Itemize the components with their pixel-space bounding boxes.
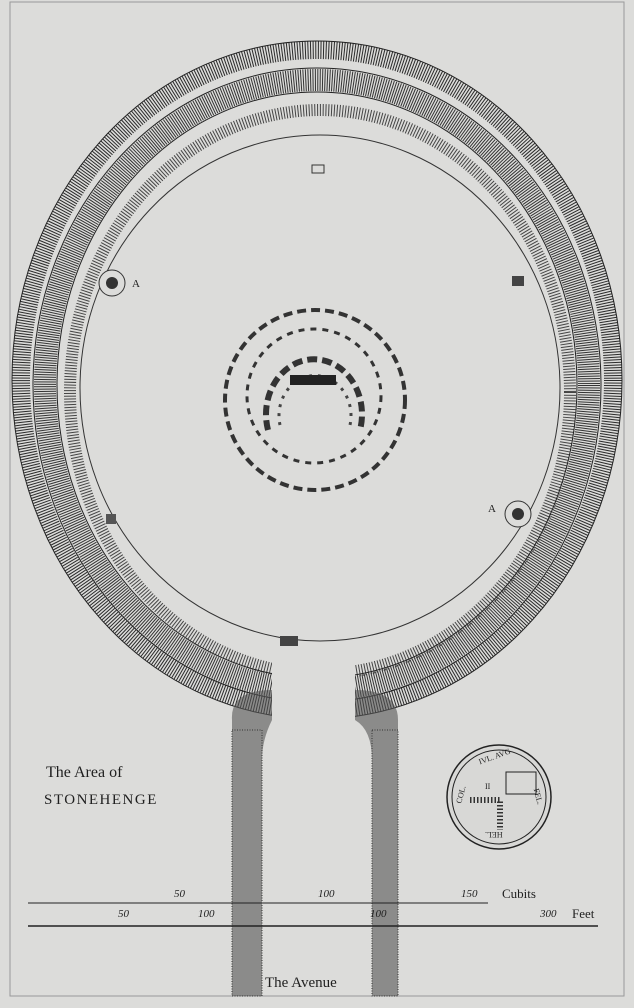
cubits-tick: 150	[461, 888, 478, 900]
medallion-legend-bottom: HEL.	[485, 830, 503, 839]
feet-unit: Feet	[572, 906, 595, 921]
plate-title-line-1: The Area of	[46, 764, 123, 781]
feet-tick: 100	[198, 908, 215, 920]
inner-ditch	[64, 104, 576, 680]
cubits-tick: 50	[174, 888, 185, 900]
outer-sarsen-ring	[223, 308, 407, 492]
plate-title-line-2: STONEHENGE	[44, 792, 158, 808]
cubits-unit: Cubits	[502, 886, 536, 901]
feet-tick: 100	[370, 908, 387, 920]
stone-circles	[223, 308, 407, 492]
marker-label-east: A	[488, 503, 496, 515]
bluestone-ring	[245, 327, 383, 465]
marker-label-west: A	[132, 278, 140, 290]
barrow-marker-west	[98, 269, 126, 297]
scale-bars	[28, 902, 598, 927]
trilithon-horseshoe	[263, 356, 365, 431]
slaughter-stone	[280, 636, 298, 646]
feet-tick: 300	[540, 908, 557, 920]
stone-east	[512, 276, 524, 286]
cubits-tick: 100	[318, 888, 335, 900]
inner-bluestone-horseshoe	[277, 374, 353, 426]
coin-medallion	[446, 744, 552, 850]
avenue-label: The Avenue	[265, 975, 337, 991]
inner-circle-line	[79, 134, 561, 642]
barrow-marker-east	[504, 500, 532, 528]
small-stone-north	[311, 164, 325, 174]
stone-west	[106, 514, 116, 524]
medallion-numeral: II	[485, 782, 491, 791]
feet-tick: 50	[118, 908, 129, 920]
middle-bank	[34, 69, 600, 701]
avenue-banks	[231, 690, 399, 997]
plate-border	[9, 1, 625, 997]
altar-stone	[290, 375, 336, 385]
